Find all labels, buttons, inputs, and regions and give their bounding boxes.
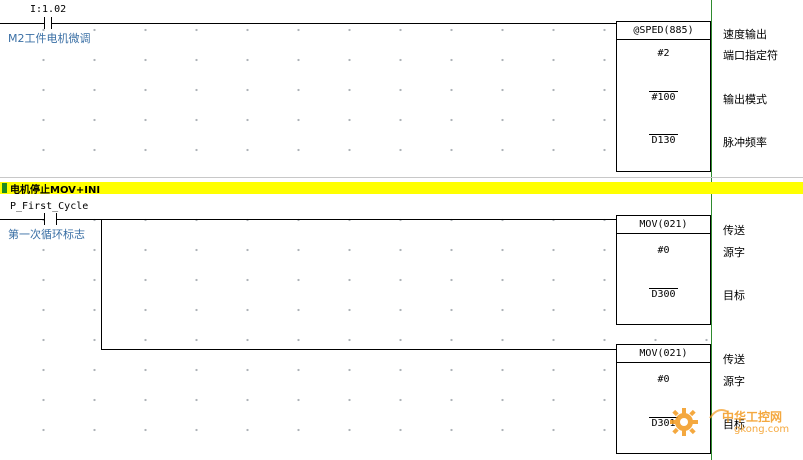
instruction-title-label: 传送 (723, 353, 745, 366)
contact-no-left[interactable] (44, 17, 45, 29)
rung-wire (52, 23, 616, 24)
instruction-name: MOV(021) (617, 345, 710, 363)
contact-no-left[interactable] (44, 213, 45, 225)
mov-instruction-block-2[interactable]: MOV(021) #0 D301 (616, 344, 711, 454)
operand-source[interactable]: #0 (657, 374, 670, 385)
contact-comment: 第一次循环标志 (8, 228, 85, 241)
contact-operand: P_First_Cycle (10, 201, 89, 212)
mov-instruction-block-1[interactable]: MOV(021) #0 D300 (616, 215, 711, 325)
operand-label: 端口指定符 (723, 49, 778, 62)
operand-label: 输出模式 (723, 93, 767, 106)
grid-dots (18, 15, 708, 175)
sped-instruction-block[interactable]: @SPED(885) #2 #100 D130 (616, 21, 711, 172)
operand-label: 脉冲频率 (723, 136, 767, 149)
contact-no-right[interactable] (56, 213, 57, 225)
gear-icon (670, 408, 729, 436)
operand-port[interactable]: #2 (657, 48, 670, 59)
watermark-text: 中华工控网 (722, 410, 783, 424)
watermark-logo: 中华工控网 gkong.com (670, 404, 800, 440)
branch-wire (101, 349, 616, 350)
operand-frequency[interactable]: D130 (649, 134, 678, 146)
watermark-url: gkong.com (734, 424, 790, 435)
contact-no-right[interactable] (51, 17, 52, 29)
right-power-rail (711, 0, 712, 460)
rung-wire (0, 23, 44, 24)
operand-label: 目标 (723, 289, 745, 302)
instruction-title-label: 速度输出 (723, 28, 767, 41)
section-header[interactable]: 电机停止MOV+INI (0, 182, 803, 196)
operand-destination[interactable]: D300 (649, 288, 678, 300)
instruction-name: MOV(021) (617, 216, 710, 234)
operand-label: 源字 (723, 375, 745, 388)
rung-separator (0, 177, 803, 178)
section-marker (2, 183, 7, 193)
contact-comment: M2工件电机微调 (8, 32, 91, 45)
instruction-name: @SPED(885) (617, 22, 710, 40)
rung-wire (0, 219, 44, 220)
section-title: 电机停止MOV+INI (10, 185, 101, 196)
operand-label: 目标 (723, 418, 745, 431)
rung-wire (57, 219, 616, 220)
instruction-title-label: 传送 (723, 224, 745, 237)
branch-wire (101, 219, 102, 349)
operand-mode[interactable]: #100 (649, 91, 678, 103)
operand-destination[interactable]: D301 (649, 417, 678, 429)
operand-label: 源字 (723, 246, 745, 259)
contact-operand: I:1.02 (30, 4, 67, 15)
operand-source[interactable]: #0 (657, 245, 670, 256)
grid-dots (18, 205, 708, 455)
